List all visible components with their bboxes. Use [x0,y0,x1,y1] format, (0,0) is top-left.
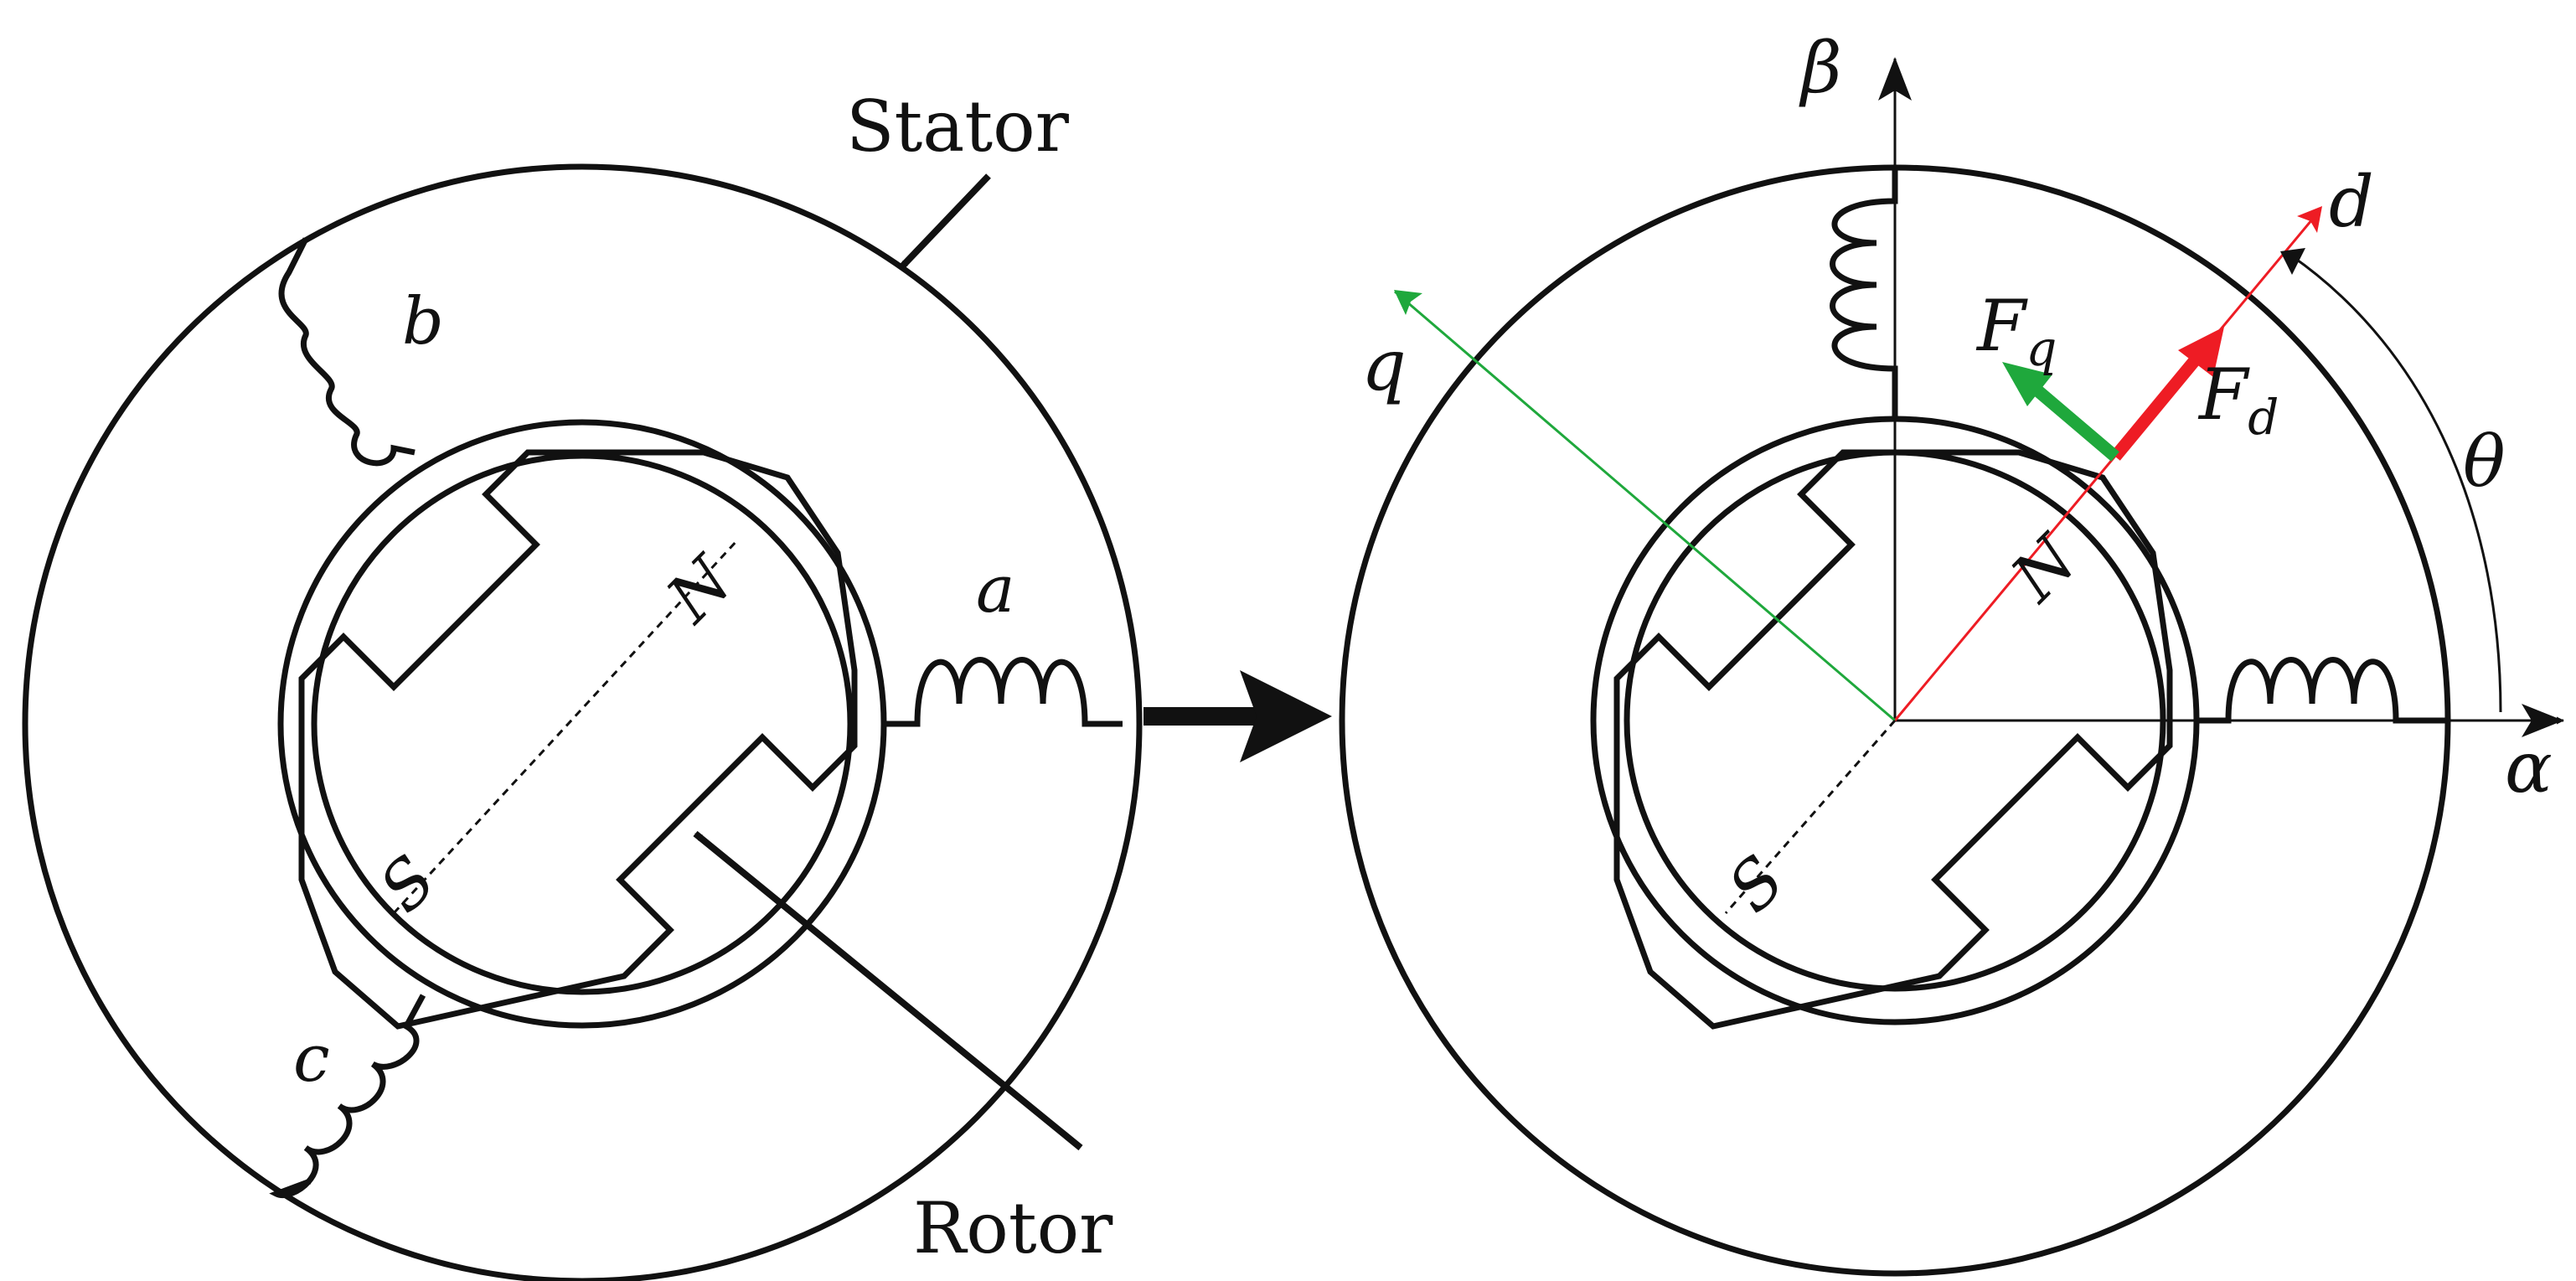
phase-c-label: c [293,1021,330,1097]
right-rotor-body [1613,449,2173,1030]
phase-b-label: b [402,284,444,359]
force-q-label: Fq [1975,285,2057,377]
left-rotor-outer-circle [277,419,887,1029]
force-q-arrowhead [2002,362,2052,406]
left-rotor-inner-circle [311,452,854,995]
d-axis-label: d [2329,161,2374,243]
right-motor: α β d q N S Fd Fq θ [1339,27,2564,1277]
phase-a-label: a [976,552,1015,628]
theta-arc [2290,254,2502,713]
alpha-coil [2195,657,2446,724]
d-axis-arrowhead [2297,206,2322,233]
theta-label: θ [2463,421,2506,503]
force-q-arrow [2027,380,2119,462]
alpha-axis-arrowhead [2522,704,2563,737]
phase-a-coil [884,657,1123,727]
left-south-label: S [365,842,450,927]
stator-label: Stator [846,85,1070,168]
q-axis-arrowhead [1394,290,1422,315]
d-axis [1893,209,2322,721]
q-axis [1394,290,1896,722]
force-d-label: Fd [2197,354,2279,446]
force-d-arrowhead [2178,327,2224,377]
alpha-label: α [2505,726,2553,808]
right-s-axis [1724,720,1897,914]
stator-callout-arrow [898,173,991,271]
left-rotor-body [298,449,858,1030]
q-axis-label: q [1361,324,1407,406]
force-d-arrow [2110,341,2212,461]
left-ns-axis [392,539,739,915]
right-south-label: S [1714,842,1799,927]
left-motor: N S a b c Stator Rotor [22,85,1143,1281]
phase-b-coil [278,237,416,467]
right-north-label: N [1996,520,2093,617]
left-stator-circle [22,163,1143,1281]
beta-coil [1830,168,1898,419]
beta-axis-arrowhead [1878,57,1912,101]
rotor-callout-arrow [693,830,1083,1151]
rotor-label: Rotor [913,1187,1113,1269]
phase-c-coil [269,994,426,1198]
theta-arc-arrowhead [2280,248,2305,275]
transform-arrow [1143,670,1332,762]
beta-label: β [1799,27,1842,109]
left-north-label: N [652,541,748,638]
